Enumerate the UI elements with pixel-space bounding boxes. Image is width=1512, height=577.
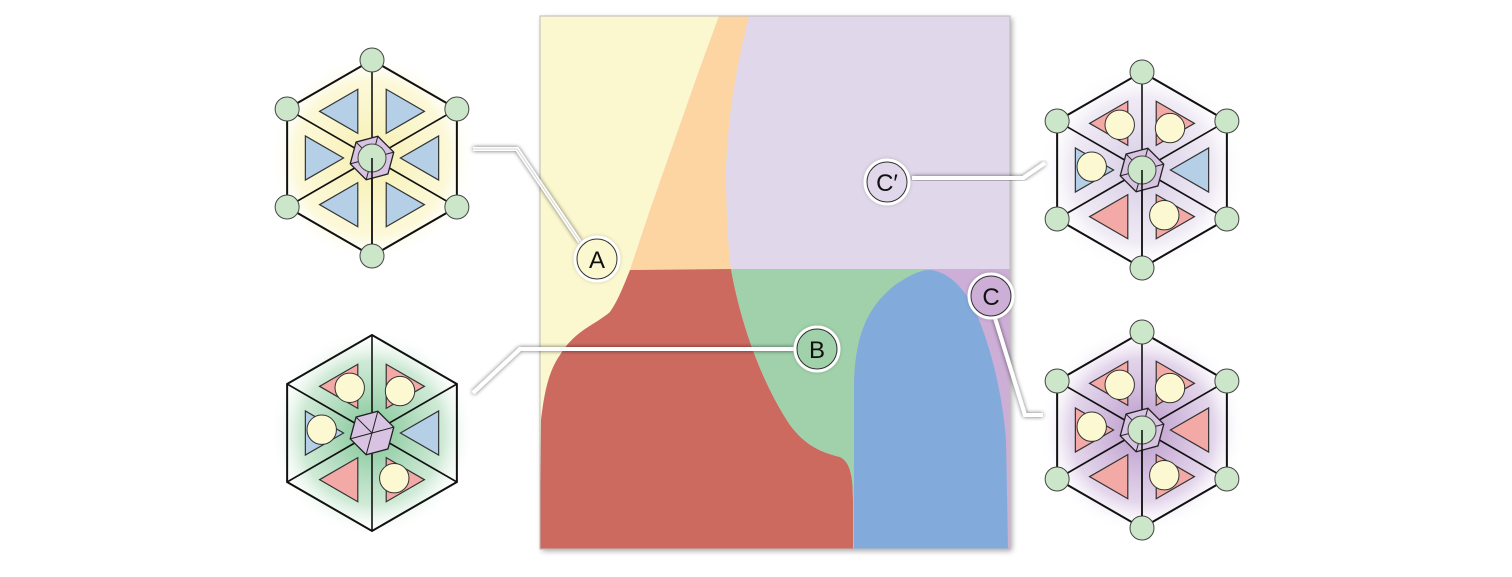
tetrahedron-blue: [318, 181, 359, 228]
region-blue: [854, 270, 1008, 549]
corner-sphere: [1129, 59, 1155, 85]
crystal-structure-B: [269, 330, 475, 536]
core-polyhedron: [349, 410, 395, 456]
crystal-structure-A: [269, 47, 475, 269]
tetrahedron-blue: [318, 88, 359, 135]
tetrahedron-red: [1154, 100, 1196, 147]
tetrahedron-red: [1074, 406, 1115, 454]
tetrahedron-blue: [385, 88, 426, 135]
phase-diagram-panel: [539, 15, 1011, 550]
yellow-sphere: [384, 375, 416, 407]
crystal-structure-C-prime: [1039, 59, 1245, 281]
tetrahedron-red: [1088, 360, 1135, 407]
corner-sphere: [1044, 368, 1070, 394]
tetrahedron-red: [1088, 100, 1135, 147]
callout-C: C: [967, 272, 1015, 320]
tetrahedron-red: [1154, 360, 1196, 407]
region-red: [540, 269, 853, 549]
tetrahedron-red: [1088, 193, 1129, 240]
corner-sphere: [1214, 206, 1240, 232]
tetrahedron-blue: [385, 181, 426, 228]
leader-line-C-prime: [912, 161, 1047, 180]
tetrahedron-blue: [1169, 146, 1210, 194]
corner-sphere: [1044, 206, 1070, 232]
callout-label-B: B: [809, 337, 825, 364]
corner-sphere: [1214, 108, 1240, 134]
corner-sphere: [1044, 108, 1070, 134]
callout-A: A: [573, 235, 621, 283]
yellow-sphere: [1104, 369, 1135, 400]
callout-C-prime: C′: [863, 158, 911, 206]
crystal-structure-C: [1039, 319, 1245, 541]
tetrahedron-red: [1169, 406, 1210, 454]
corner-sphere: [1129, 319, 1155, 345]
tetrahedron-blue: [1074, 146, 1115, 194]
leader-line-B: [471, 347, 794, 395]
tetrahedron-red: [1088, 453, 1129, 500]
tetrahedron-blue: [399, 409, 440, 457]
corner-sphere: [359, 47, 385, 73]
corner-sphere: [359, 243, 385, 269]
tetrahedron-blue: [304, 134, 345, 182]
leader-lines: [471, 147, 1047, 417]
yellow-sphere: [379, 463, 410, 494]
yellow-sphere: [1149, 200, 1180, 231]
yellow-sphere: [306, 414, 337, 445]
yellow-sphere: [1104, 109, 1135, 140]
leader-line-C: [993, 317, 1043, 417]
leader-line-A: [473, 147, 582, 244]
corner-sphere: [1214, 466, 1240, 492]
yellow-sphere: [334, 372, 365, 403]
corner-sphere: [1129, 515, 1155, 541]
tetrahedron-red: [1149, 453, 1196, 500]
tetrahedron-red: [384, 363, 426, 410]
tetrahedron-red: [318, 363, 365, 410]
yellow-sphere: [1076, 151, 1107, 182]
callout-label-C-prime: C′: [876, 170, 898, 197]
corner-sphere: [444, 194, 470, 220]
corner-sphere: [274, 96, 300, 122]
corner-sphere: [444, 96, 470, 122]
tetrahedron-red: [318, 456, 359, 503]
tetrahedron-blue: [304, 409, 345, 457]
callout-label-C: C: [982, 284, 999, 311]
yellow-sphere: [1154, 372, 1186, 404]
yellow-sphere: [1076, 411, 1107, 442]
corner-sphere: [274, 194, 300, 220]
tetrahedron-blue: [399, 134, 440, 182]
yellow-sphere: [1154, 112, 1186, 144]
region-orange: [630, 16, 749, 270]
tetrahedron-red: [1149, 193, 1196, 240]
region-yellow: [540, 16, 719, 549]
callout-label-A: A: [589, 247, 605, 274]
crystal-structures: [269, 47, 1245, 541]
yellow-sphere: [1149, 460, 1180, 491]
corner-sphere: [1044, 466, 1070, 492]
callouts: A B C′ C: [573, 158, 1015, 373]
callout-B: B: [793, 325, 841, 373]
corner-sphere: [1214, 368, 1240, 394]
corner-sphere: [1129, 255, 1155, 281]
tetrahedron-red: [379, 456, 426, 503]
